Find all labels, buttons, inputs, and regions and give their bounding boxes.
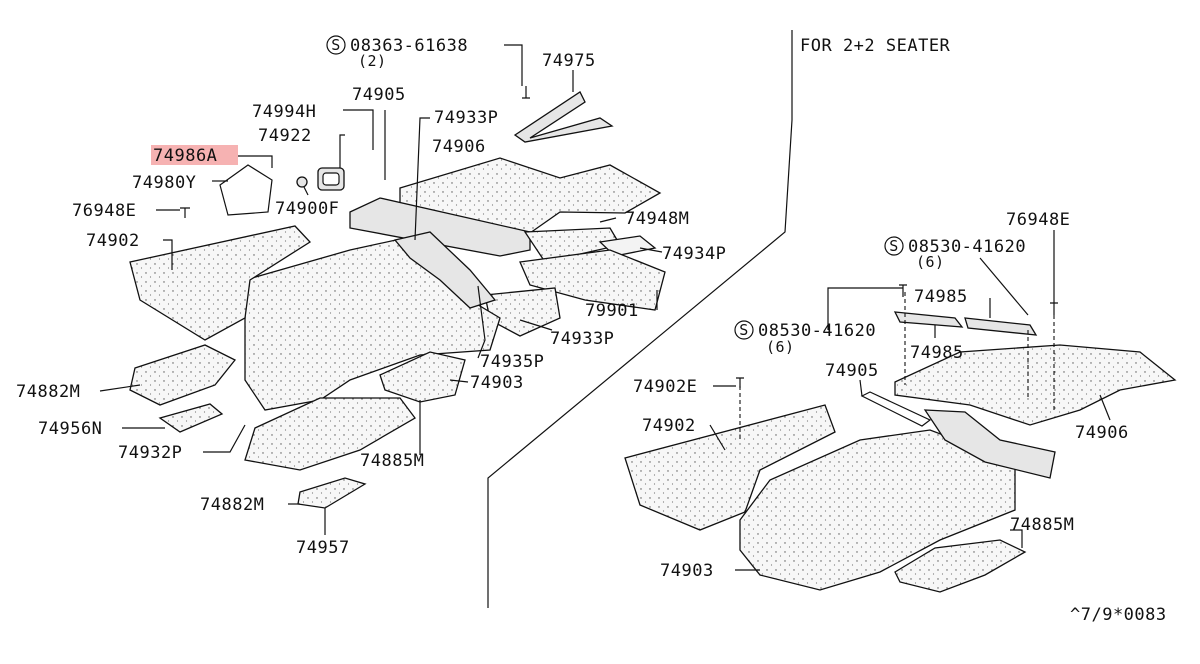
label-76948e-left: 76948E — [72, 201, 136, 221]
screw-number-right-a: 08530-41620 — [908, 237, 1026, 257]
screw-number-left: 08363-61638 — [350, 36, 468, 56]
label-74985-top: 74985 — [914, 287, 968, 307]
main-floor-carpet-right-shape — [739, 429, 1016, 591]
right-labels: 76948E S 08530-41620 (6) 74985 S 08530-4… — [633, 210, 1129, 581]
label-74932p: 74932P — [118, 443, 182, 463]
tunnel-carpet-right-shape — [923, 409, 1056, 479]
screw-qty-left: (2) — [358, 52, 387, 70]
pin-76948e-left-icon — [180, 207, 190, 218]
label-74882m-bottom: 74882M — [200, 495, 264, 515]
label-74980y: 74980Y — [132, 173, 196, 193]
label-74933p-bottom: 74933P — [550, 329, 614, 349]
part-74885m-left-shape — [244, 397, 416, 471]
part-74900f-clip-shape — [296, 176, 308, 188]
label-74935p: 74935P — [480, 352, 544, 372]
right-dashed-guides — [739, 292, 1055, 440]
part-74985-strip-a-shape — [893, 311, 964, 328]
rear-cross-carpet-shape — [349, 197, 531, 257]
part-74882m-top-shape — [129, 344, 237, 406]
part-74882m-mid-shape — [379, 351, 466, 403]
label-74948m: 74948M — [625, 209, 689, 229]
part-74957-shape — [297, 477, 367, 509]
label-74902e: 74902E — [633, 377, 697, 397]
label-76948e-right: 76948E — [1006, 210, 1070, 230]
part-74956n-shape — [158, 403, 224, 433]
label-74934p: 74934P — [662, 244, 726, 264]
part-74902-left-side-shape — [129, 225, 312, 341]
label-74985-bottom: 74985 — [910, 343, 964, 363]
screw-symbol-circle-left — [326, 35, 346, 55]
part-74885m-right-shape — [894, 539, 1027, 593]
pin-74902e-icon — [736, 377, 744, 388]
screw-symbol-circle-right-a — [884, 236, 904, 256]
screw-qty-right-a: (6) — [916, 253, 945, 271]
part-74922-grommet-inner — [322, 172, 340, 186]
label-74905-left: 74905 — [352, 85, 406, 105]
part-74985-strip-b-shape — [964, 317, 1038, 336]
label-79901: 79901 — [585, 301, 639, 321]
rear-floor-carpet-right-shape — [894, 344, 1177, 426]
screw-symbol-left: S — [331, 36, 341, 54]
label-74903-right: 74903 — [660, 561, 714, 581]
screw-qty-right-b: (6) — [766, 338, 795, 356]
label-74956n: 74956N — [38, 419, 102, 439]
pin-76948e-right-icon — [1050, 302, 1058, 315]
label-74933p-top: 74933P — [434, 108, 498, 128]
part-74980y-bracket-shape — [219, 164, 273, 216]
label-74902-left: 74902 — [86, 231, 140, 251]
label-74975: 74975 — [542, 51, 596, 71]
label-74903-left: 74903 — [470, 373, 524, 393]
label-74882m-top: 74882M — [16, 382, 80, 402]
variant-note: FOR 2+2 SEATER — [800, 36, 951, 56]
label-74957: 74957 — [296, 538, 350, 558]
left-leader-lines — [99, 44, 663, 535]
part-74905-right-shape — [860, 391, 932, 427]
highlight-74986a — [151, 145, 238, 165]
label-74986a: 74986A — [153, 146, 217, 166]
label-74906-right: 74906 — [1075, 423, 1129, 443]
part-74975-bracket-shape — [513, 91, 614, 143]
reference-code: ^7/9*0083 — [1070, 605, 1167, 625]
screw-symbol-circle-right-b — [734, 320, 754, 340]
label-74994h: 74994H — [252, 102, 316, 122]
screw-08530-icon — [899, 284, 907, 297]
screw-symbol-right-b: S — [739, 321, 749, 339]
part-74902-right-side-shape — [624, 404, 836, 531]
section-divider-line — [487, 30, 793, 608]
label-74900f: 74900F — [275, 199, 339, 219]
right-leader-lines — [709, 230, 1111, 571]
label-74885m-right: 74885M — [1010, 515, 1074, 535]
screw-number-right-b: 08530-41620 — [758, 321, 876, 341]
label-74885m-left: 74885M — [360, 451, 424, 471]
screw-08363-icon — [522, 86, 530, 99]
label-74906-left: 74906 — [432, 137, 486, 157]
part-79901-shape — [519, 249, 666, 311]
label-74905-right: 74905 — [825, 361, 879, 381]
tunnel-carpet-left-shape — [393, 231, 497, 309]
label-74902-right: 74902 — [642, 416, 696, 436]
label-74922: 74922 — [258, 126, 312, 146]
left-labels: S 08363-61638 (2) 74975 74905 74994H 749… — [16, 35, 726, 558]
screw-symbol-right-a: S — [889, 237, 899, 255]
